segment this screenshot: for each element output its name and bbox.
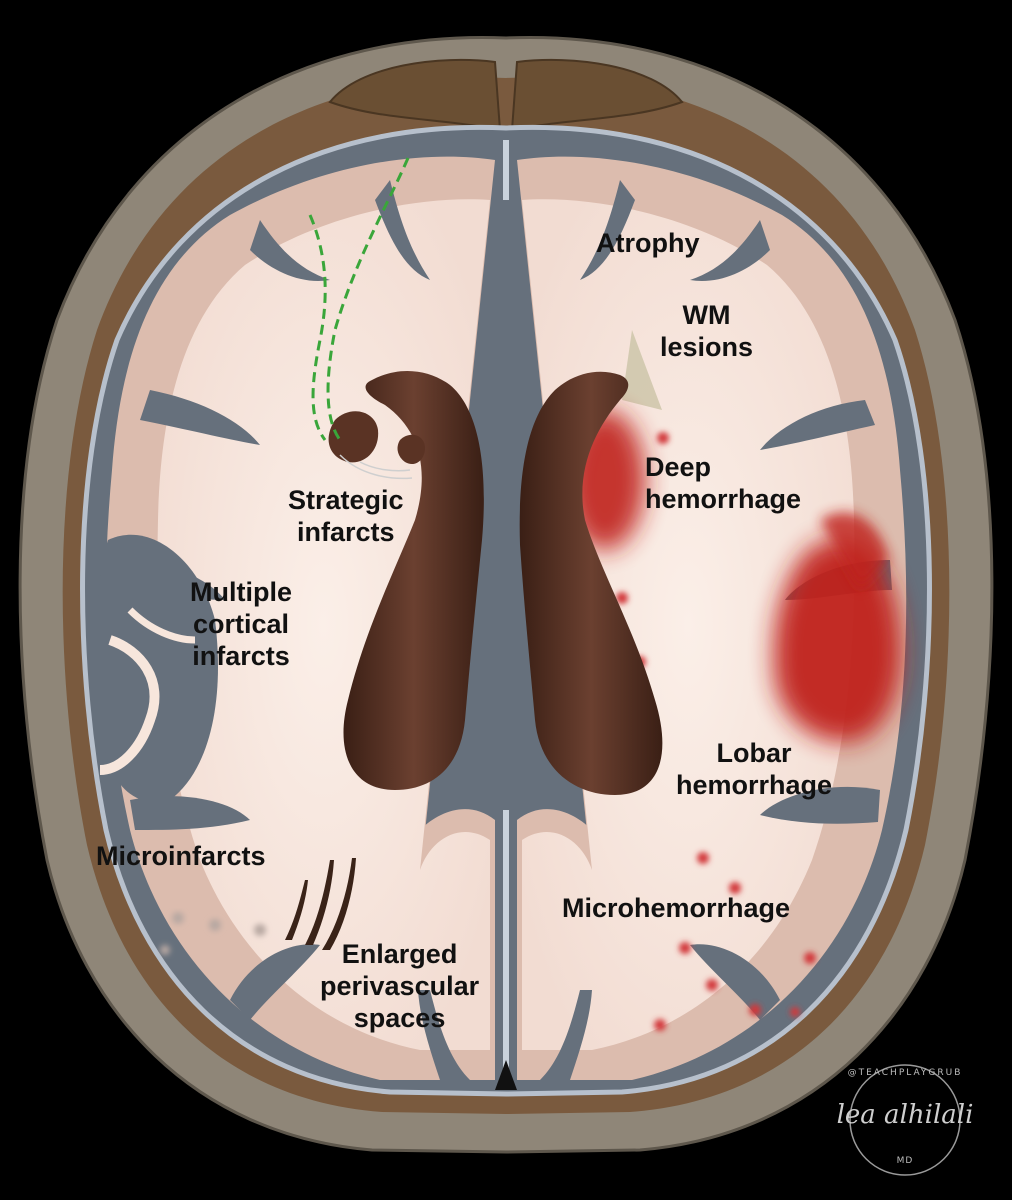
label-microinfarcts-text: Microinfarcts	[96, 841, 266, 871]
strategic-infarct-2	[397, 434, 425, 465]
label-enlarged-perivascular-spaces-line3: spaces	[353, 1003, 446, 1033]
tract-line-1	[326, 157, 410, 441]
signature-logo: @TEACHPLAYGRUB lea alhilali MD	[815, 1060, 990, 1180]
strategic-infarct-1	[328, 411, 379, 463]
label-enlarged-perivascular-spaces-line1: Enlarged	[341, 939, 458, 969]
label-strategic-infarcts-line1: Strategic	[288, 485, 404, 515]
label-atrophy: Atrophy	[596, 227, 700, 259]
label-enlarged-perivascular-spaces-line2: perivascular	[320, 971, 480, 1001]
label-deep-hemorrhage-line1: Deep	[645, 452, 712, 482]
label-multiple-cortical-infarcts-line2: cortical	[192, 609, 290, 639]
tract-line-2	[308, 214, 327, 441]
label-deep-hemorrhage: Deep hemorrhage	[645, 451, 801, 515]
frontal-sinus	[328, 58, 502, 132]
microinfarct-dots	[160, 912, 266, 955]
label-wm-lesions: WM lesions	[660, 299, 753, 363]
label-lobar-hemorrhage-line2: hemorrhage	[676, 770, 833, 800]
label-atrophy-text: Atrophy	[596, 228, 700, 258]
wm-lesion	[622, 330, 662, 410]
label-strategic-infarcts: Strategic infarcts	[288, 484, 404, 548]
lobar-hemorrhage-blob	[773, 539, 902, 742]
label-multiple-cortical-infarcts: Multiple cortical infarcts	[190, 576, 292, 672]
cortical-infarct-region	[96, 534, 218, 802]
label-enlarged-perivascular-spaces: Enlarged perivascular spaces	[320, 938, 479, 1034]
label-wm-lesions-line1: WM	[682, 300, 731, 330]
label-microinfarcts: Microinfarcts	[96, 840, 266, 872]
signature-credential: MD	[896, 1156, 914, 1166]
signature-ring	[849, 1064, 961, 1176]
label-wm-lesions-line2: lesions	[660, 332, 754, 362]
signature-handle: @TEACHPLAYGRUB	[847, 1068, 963, 1078]
label-lobar-hemorrhage: Lobar hemorrhage	[676, 737, 832, 801]
left-lateral-ventricle	[343, 370, 484, 790]
right-lateral-ventricle	[519, 371, 663, 795]
label-multiple-cortical-infarcts-line3: infarcts	[192, 641, 290, 671]
label-microhemorrhage-text: Microhemorrhage	[562, 893, 791, 923]
label-microhemorrhage: Microhemorrhage	[562, 892, 790, 924]
label-lobar-hemorrhage-line1: Lobar	[716, 738, 792, 768]
perivascular-spaces	[285, 858, 356, 950]
label-strategic-infarcts-line2: infarcts	[297, 517, 395, 547]
signature-name: lea alhilali	[836, 1100, 974, 1130]
label-deep-hemorrhage-line2: hemorrhage	[645, 484, 802, 514]
label-multiple-cortical-infarcts-line1: Multiple	[190, 577, 292, 607]
